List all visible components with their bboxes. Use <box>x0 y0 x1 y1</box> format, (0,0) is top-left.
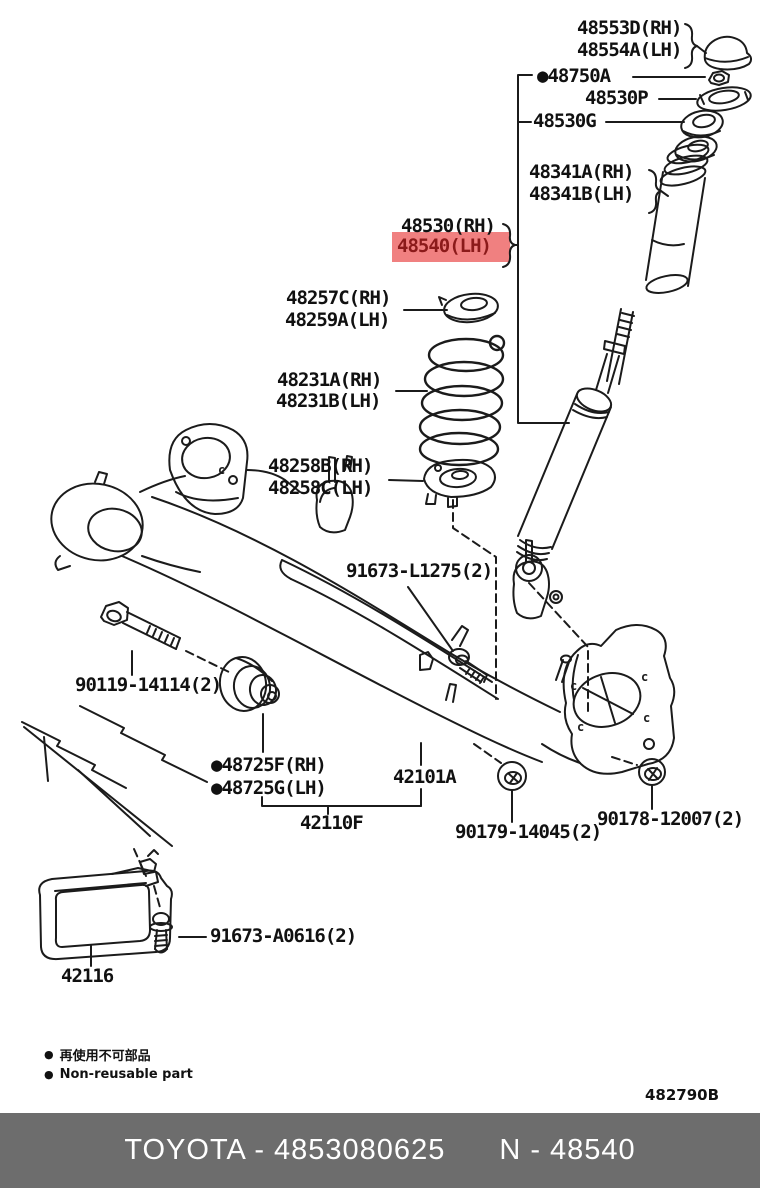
svg-text:c: c <box>218 463 225 477</box>
part-label-90179-14045[interactable]: 90179-14045(2) <box>455 821 602 843</box>
part-label-90178-12007[interactable]: 90178-12007(2) <box>597 808 744 830</box>
svg-text:c: c <box>577 720 584 734</box>
svg-text:c: c <box>643 711 650 725</box>
highlight-box <box>392 232 510 262</box>
footer-bar: TOYOTA - 4853080625 N - 48540 <box>0 1113 760 1188</box>
retainer-washer <box>696 86 752 112</box>
spring-lower-seat <box>423 458 496 508</box>
diagram-code: 482790B <box>645 1086 720 1104</box>
hub-bolt <box>100 601 181 650</box>
bump-stopper-cap <box>703 35 753 71</box>
part-label-48530p[interactable]: 48530P <box>585 87 649 109</box>
part-label-42110f[interactable]: 42110F <box>300 812 364 834</box>
part-label-48554a[interactable]: 48554A(LH) <box>577 39 682 61</box>
part-label-48540[interactable]: 48540(LH) <box>397 235 492 257</box>
part-label-48258c[interactable]: 48258C(LH) <box>268 477 373 499</box>
legend-note-jp: ● 再使用不可部品 <box>44 1044 193 1064</box>
non-reusable-bullet-icon: ● <box>44 1067 54 1081</box>
footer-part-number: TOYOTA - 4853080625 <box>124 1134 446 1166</box>
part-label-91673-l1275[interactable]: 91673-L1275(2) <box>346 560 493 582</box>
part-label-42101a[interactable]: 42101A <box>393 766 457 788</box>
part-label-48231a[interactable]: 48231A(RH) <box>277 369 382 391</box>
legend-note-jp-text: 再使用不可部品 <box>59 1048 151 1064</box>
part-label-48257c[interactable]: 48257C(RH) <box>286 287 391 309</box>
svg-text:c: c <box>570 679 577 693</box>
bracket-bolt <box>448 648 488 684</box>
part-label-90119-14114[interactable]: 90119-14114(2) <box>75 674 222 696</box>
legend-note-en-text: Non-reusable part <box>59 1066 193 1082</box>
shock-absorber <box>515 308 635 582</box>
part-label-48725g[interactable]: ●48725G(LH) <box>211 777 327 799</box>
mud-guard <box>38 849 173 961</box>
svg-text:c: c <box>641 670 648 684</box>
coil-spring <box>418 334 506 467</box>
part-label-42116[interactable]: 42116 <box>61 965 114 987</box>
part-label-91673-a0616[interactable]: 91673-A0616(2) <box>210 925 357 947</box>
part-label-48259a[interactable]: 48259A(LH) <box>285 309 390 331</box>
part-label-48341b[interactable]: 48341B(LH) <box>529 183 634 205</box>
support-nut <box>708 70 730 86</box>
footer-catalog-number: N - 48540 <box>499 1134 636 1166</box>
non-reusable-bullet-icon: ● <box>44 1047 54 1061</box>
part-label-48553d[interactable]: 48553D(RH) <box>577 17 682 39</box>
beam-bushing <box>218 656 280 712</box>
part-label-48258b[interactable]: 48258B(RH) <box>268 455 373 477</box>
part-label-48341a[interactable]: 48341A(RH) <box>529 161 634 183</box>
body-panel-lines <box>21 705 208 847</box>
axle-beam <box>50 423 676 775</box>
part-label-48530[interactable]: 48530(RH) <box>401 215 496 237</box>
part-label-48231b[interactable]: 48231B(LH) <box>276 390 381 412</box>
mud-guard-bolt <box>149 912 173 954</box>
part-label-48750a[interactable]: ●48750A <box>537 65 611 87</box>
legend: ● 再使用不可部品 ● Non-reusable part <box>44 1044 193 1084</box>
legend-note-en: ● Non-reusable part <box>44 1064 193 1084</box>
part-label-48530g[interactable]: 48530G <box>533 110 597 132</box>
part-label-48725f[interactable]: ●48725F(RH) <box>211 754 327 776</box>
